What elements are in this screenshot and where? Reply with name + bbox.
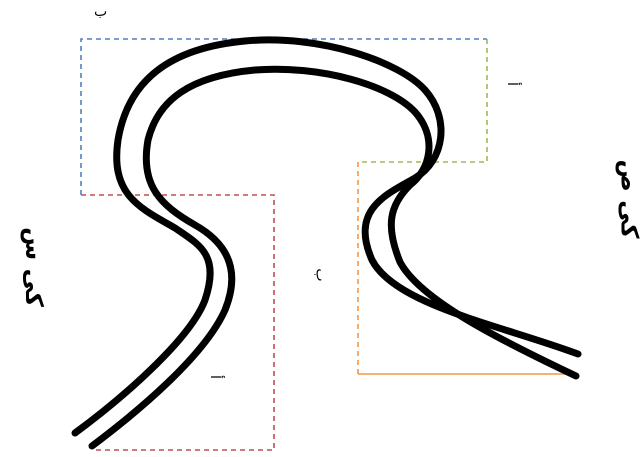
label-right-alef: أ: [503, 82, 520, 86]
blue-dashed-box: [80, 38, 487, 195]
label-middle-ba: ب: [312, 268, 329, 282]
green-dashed-box: [358, 39, 488, 163]
label-left-axis: كى س: [19, 227, 48, 307]
label-top-ba: ب: [94, 4, 108, 20]
road-outer-edge: [71, 36, 582, 437]
road-inner-edge: [88, 65, 580, 450]
label-bottom-alef: أ: [206, 375, 223, 379]
label-right-axis: كى ص: [615, 159, 643, 239]
